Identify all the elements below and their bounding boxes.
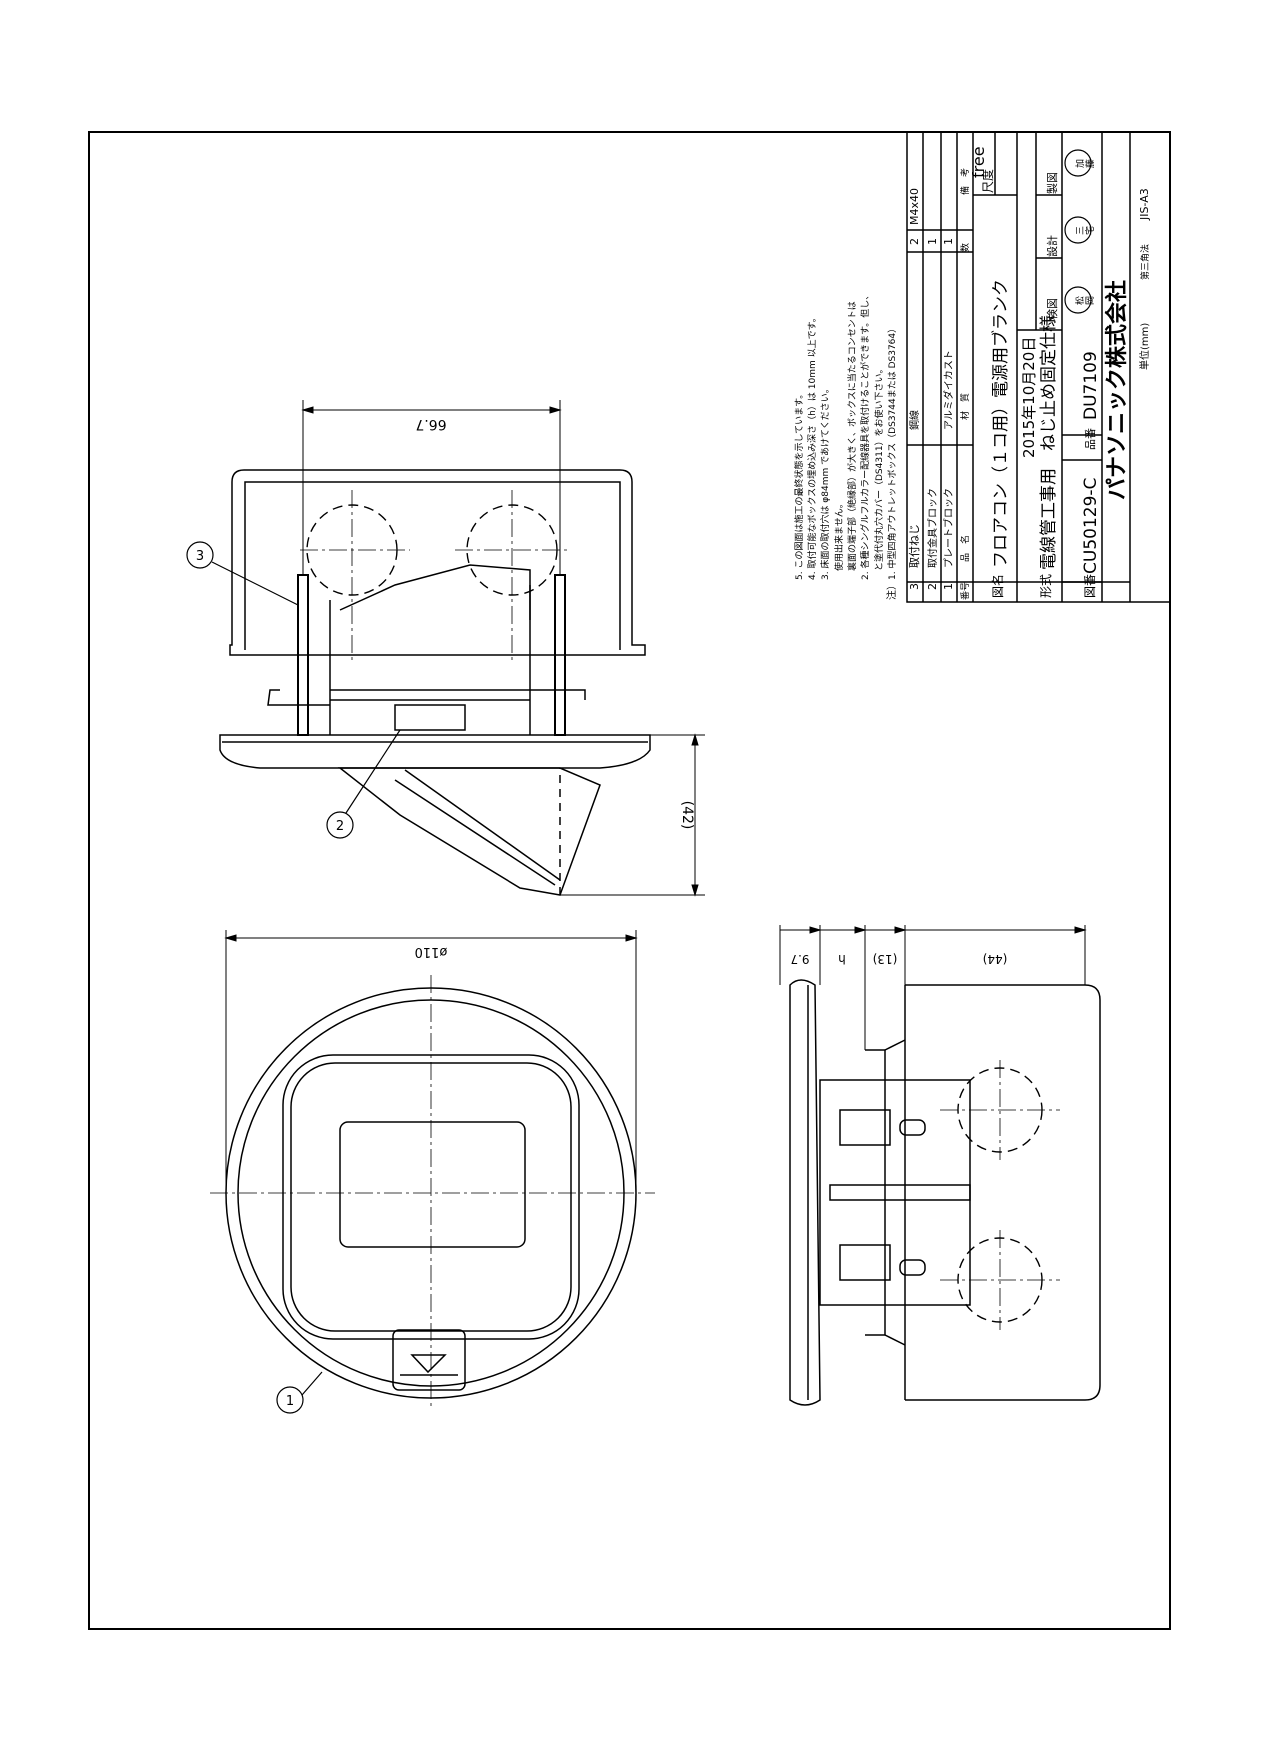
scale-value: free (969, 146, 988, 178)
paper-format: JIS-A3 (1138, 188, 1151, 221)
section-center-lines (940, 1060, 1060, 1330)
parts-row-1-name: プレートブロック (942, 488, 955, 568)
note-line: 5. この図面は施工の最終状態を示しています。 (793, 390, 805, 580)
scale-label: 尺度 (980, 169, 995, 193)
dim-66-7 (301, 400, 562, 575)
notes-header: 注） (885, 580, 898, 600)
zumei-label: 図名 (990, 574, 1005, 598)
hinban-label: 品番 (1084, 428, 1097, 450)
section-view (789, 979, 1101, 1406)
parts-header-note: 備 考 (959, 168, 971, 195)
plan-center-lines (210, 975, 655, 1410)
note-line: 裏面の端子部（絶縁部）が大きく、ボックスに当たるコンセントは (846, 301, 858, 580)
balloon-2: 2 (336, 819, 344, 834)
parts-row-3-no: 3 (908, 583, 921, 590)
side-view-top (219, 469, 651, 896)
parts-row-2-name: 取付金具ブロック (926, 488, 939, 568)
balloon-1-shape (276, 1371, 323, 1414)
note-line: と塗代付丸穴カバー（DS4311）をお使い下さい。 (873, 364, 885, 580)
parts-row-3-qty: 2 (908, 238, 921, 245)
keishiki-value: 電線管工事用 ねじ止め固定仕様 (1039, 315, 1059, 570)
unit-label: 単位(mm) (1138, 323, 1151, 370)
hinban-value: DU7109 (1081, 351, 1101, 420)
parts-row-1-qty: 1 (942, 238, 955, 245)
center-lines-top (300, 490, 570, 660)
parts-header-name: 品 名 (959, 535, 971, 562)
parts-header-material: 材 質 (959, 393, 971, 420)
parts-row-3-name: 取付ねじ (908, 524, 921, 568)
notes-block: 注） 1. 中型四角アウトレットボックス（DS3744または DS3764） と… (793, 291, 898, 600)
balloons-top (186, 541, 401, 839)
zuban-label: 図番 (1083, 574, 1097, 598)
sheet-border (88, 131, 1171, 1630)
balloon-1: 1 (286, 1394, 294, 1409)
balloon-3: 3 (196, 549, 204, 564)
role-seizu: 製図 (1045, 172, 1059, 194)
zuban-value: CU50129-C (1081, 478, 1101, 574)
drawing-date: 2015年10月20日 (1020, 337, 1038, 458)
dim-13-label: (13) (873, 952, 898, 966)
note-line: 4. 取付可能なボックスの埋め込み深さ（h）は 10mm 以上です。 (806, 313, 818, 580)
note-line: 1. 中型四角アウトレットボックス（DS3744または DS3764） (886, 324, 898, 580)
stamp-3: 加藤 (1075, 159, 1096, 168)
dim-9-7-label: 9.7 (790, 952, 809, 966)
parts-header-no: 番号 (959, 582, 971, 600)
parts-row-3-note: M4x40 (908, 188, 921, 225)
drawing-title: フロアコン（１コ用）電源用ブランク (990, 279, 1011, 568)
dim-110 (224, 930, 638, 1193)
parts-row-2-no: 2 (926, 583, 939, 590)
stamp-1: 松岡 (1074, 296, 1096, 305)
stamps (1064, 149, 1092, 314)
projection-label: 第三角法 (1139, 244, 1151, 280)
parts-row-3-material: 鋼線 (908, 410, 921, 430)
dim-42 (560, 733, 705, 897)
parts-row-1-material: アルミダイカスト (942, 350, 955, 430)
dim-110-label: ø110 (415, 944, 448, 959)
keishiki-label: 形式 (1039, 574, 1053, 598)
parts-row-1-no: 1 (942, 583, 955, 590)
parts-row-2-qty: 1 (926, 238, 939, 245)
title-block (906, 131, 1171, 603)
section-dims (779, 925, 1087, 1050)
stamp-2: 三宅 (1076, 226, 1096, 235)
parts-header-qty: 数 (959, 243, 971, 252)
note-line: 2. 各種シングルフルカラー配線器具を取付けることができます。但し、 (859, 291, 871, 580)
note-line: 使用出来ません。 (833, 499, 845, 580)
role-kenzu: 検図 (1045, 298, 1059, 320)
note-line: 3. 床面の取付穴は φ84mm であけてください。 (819, 384, 831, 580)
dim-h-label: h (838, 952, 846, 966)
role-sekkei: 設計 (1045, 235, 1059, 257)
company-name: パナソニック株式会社 (1104, 280, 1130, 500)
dim-66-7-label: 66.7 (415, 416, 446, 432)
dim-42-label: (42) (679, 801, 695, 830)
dim-44-label: (44) (983, 952, 1008, 966)
